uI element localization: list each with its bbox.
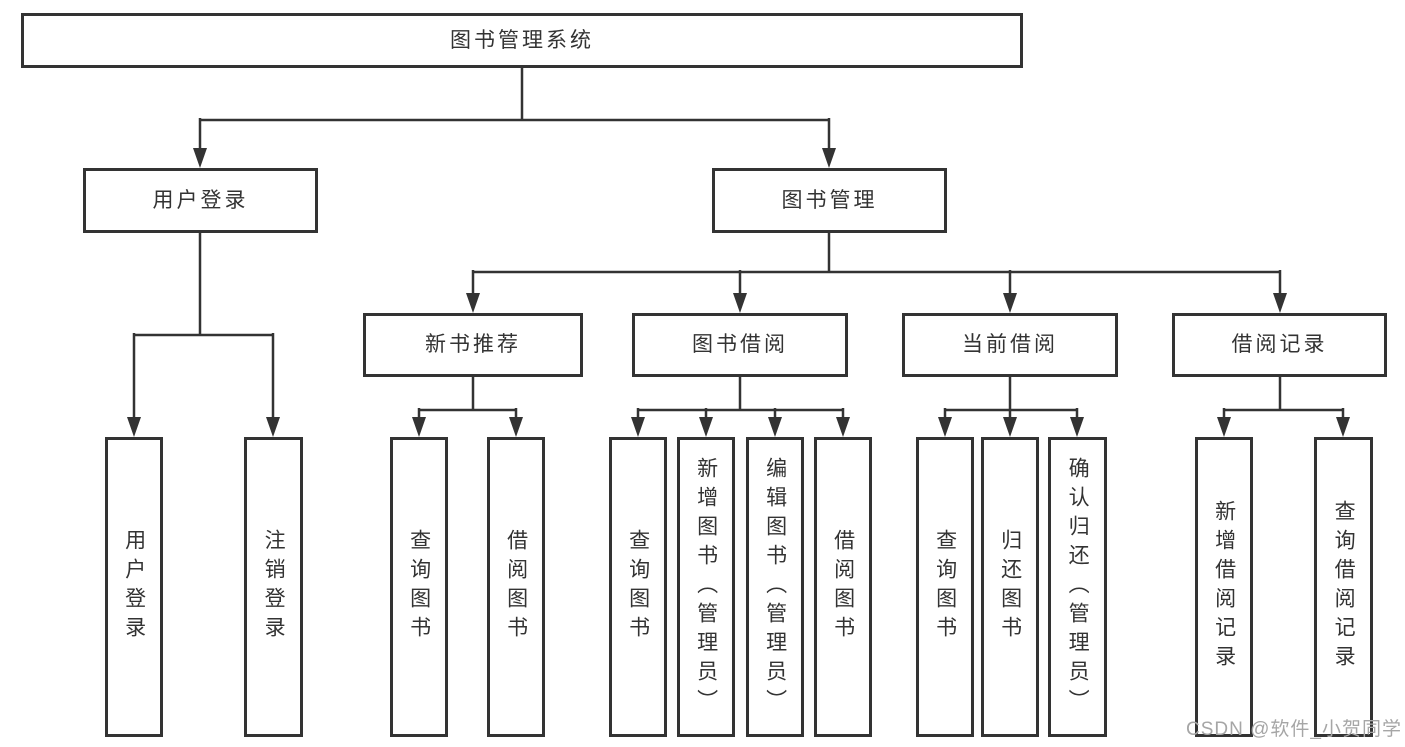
leaf-borrow-books-1: 借阅图书 <box>487 437 545 737</box>
leaf-borrow-books-2: 借阅图书 <box>814 437 872 737</box>
leaf-user-login: 用户登录 <box>105 437 163 737</box>
node-book-borrowing: 图书借阅 <box>632 313 848 377</box>
watermark: CSDN @软件_小贺同学 <box>1186 719 1402 740</box>
leaf-add-books-admin: 新增图书（管理员） <box>677 437 735 737</box>
node-user-login: 用户登录 <box>83 168 318 233</box>
leaf-confirm-return-admin: 确认归还（管理员） <box>1048 437 1107 737</box>
node-book-management: 图书管理 <box>712 168 947 233</box>
leaf-edit-books-admin: 编辑图书（管理员） <box>746 437 804 737</box>
leaf-query-borrow-record: 查询借阅记录 <box>1314 437 1373 737</box>
leaf-query-books-1: 查询图书 <box>390 437 448 737</box>
leaf-add-borrow-record: 新增借阅记录 <box>1195 437 1253 737</box>
node-current-borrowing: 当前借阅 <box>902 313 1118 377</box>
node-borrow-records: 借阅记录 <box>1172 313 1387 377</box>
leaf-return-books: 归还图书 <box>981 437 1039 737</box>
node-new-book-recommend: 新书推荐 <box>363 313 583 377</box>
leaf-logout: 注销登录 <box>244 437 303 737</box>
leaf-query-books-2: 查询图书 <box>609 437 667 737</box>
node-root: 图书管理系统 <box>21 13 1023 68</box>
leaf-query-books-3: 查询图书 <box>916 437 974 737</box>
